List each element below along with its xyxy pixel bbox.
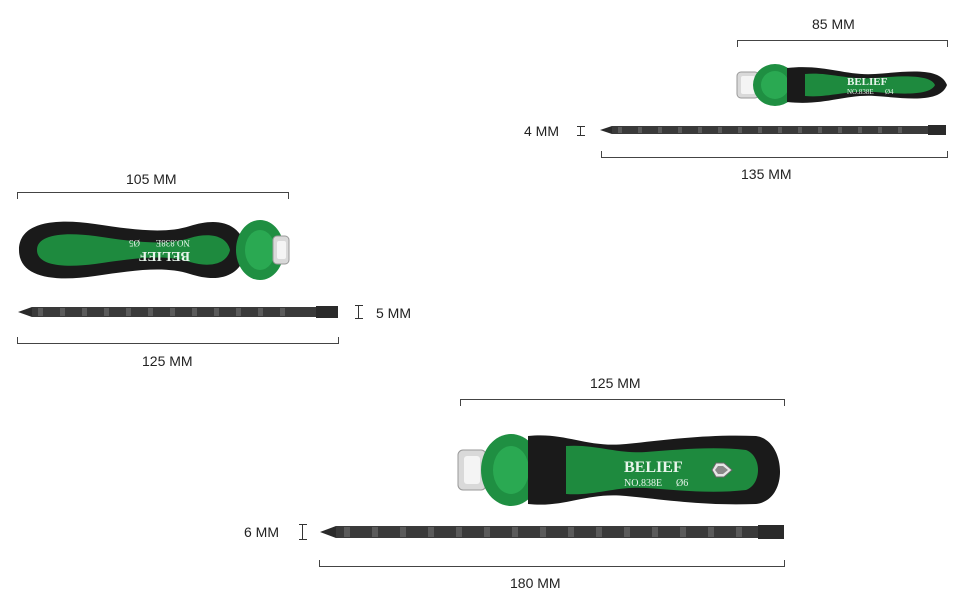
small-handle-length-bracket bbox=[737, 40, 948, 47]
medium-handle-length-label: 105 MM bbox=[126, 171, 177, 187]
large-screwdriver-shaft bbox=[320, 525, 784, 539]
large-shaft-length-label: 180 MM bbox=[510, 575, 561, 591]
small-screwdriver-shaft bbox=[600, 125, 946, 135]
medium-shaft-length-label: 125 MM bbox=[142, 353, 193, 369]
small-size-mark: Ø4 bbox=[885, 88, 894, 96]
large-shaft-diameter-label: 6 MM bbox=[244, 524, 279, 540]
medium-screwdriver-handle: BELIEF NO.838E Ø5 bbox=[19, 220, 290, 280]
small-shaft-length-label: 135 MM bbox=[741, 166, 792, 182]
large-brand-text: BELIEF bbox=[624, 459, 683, 476]
small-screwdriver-handle: BELIEF NO.838E Ø4 bbox=[736, 64, 947, 106]
small-brand-text: BELIEF bbox=[847, 76, 888, 88]
large-screwdriver-handle: BELIEF NO.838E Ø6 bbox=[457, 434, 781, 506]
large-model-text: NO.838E bbox=[624, 478, 662, 489]
medium-diameter-ibeam bbox=[355, 305, 363, 319]
medium-handle-length-bracket bbox=[17, 192, 289, 199]
large-diameter-ibeam bbox=[299, 524, 307, 540]
small-model-text: NO.838E bbox=[847, 88, 874, 96]
large-size-mark: Ø6 bbox=[676, 478, 688, 489]
medium-size-mark: Ø5 bbox=[129, 238, 140, 248]
medium-screwdriver-shaft bbox=[18, 306, 338, 318]
large-handle-length-bracket bbox=[460, 399, 785, 406]
medium-shaft-length-bracket bbox=[17, 337, 339, 344]
medium-brand-text: BELIEF bbox=[139, 248, 190, 263]
small-diameter-ibeam bbox=[577, 126, 585, 136]
large-shaft-length-bracket bbox=[319, 560, 785, 567]
small-shaft-diameter-label: 4 MM bbox=[524, 123, 559, 139]
large-handle-length-label: 125 MM bbox=[590, 375, 641, 391]
medium-shaft-diameter-label: 5 MM bbox=[376, 305, 411, 321]
medium-model-text: NO.838E bbox=[155, 238, 190, 248]
small-shaft-length-bracket bbox=[601, 151, 948, 158]
small-handle-length-label: 85 MM bbox=[812, 16, 855, 32]
